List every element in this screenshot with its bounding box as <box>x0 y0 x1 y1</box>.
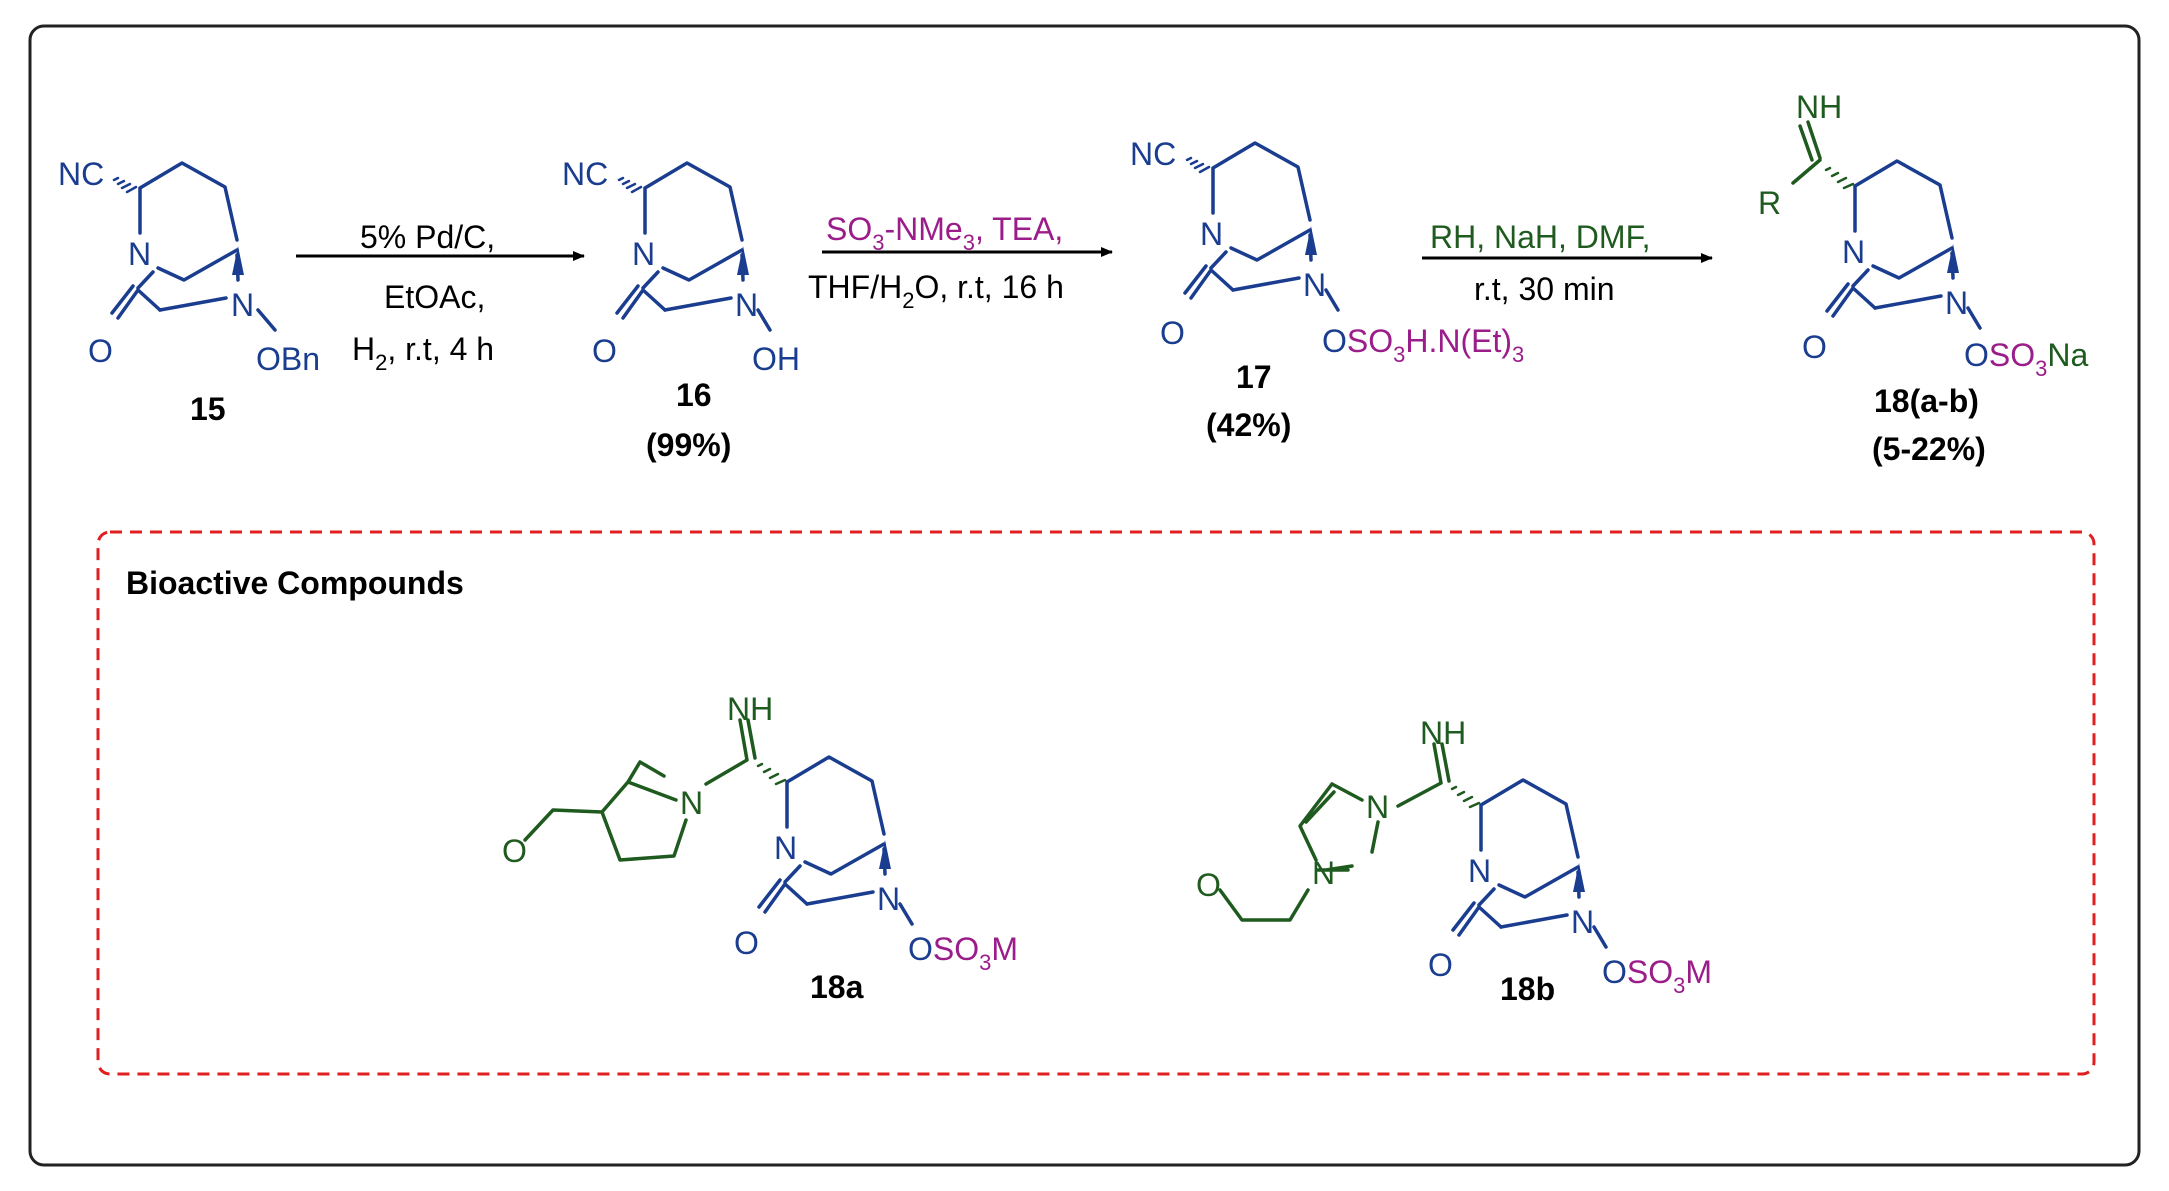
c18-nh-label: NH <box>1796 89 1842 125</box>
c18-osulfate-label: OSO3Na <box>1964 337 2088 381</box>
c18a-n1-label: N <box>774 830 797 866</box>
c18a-nh-label: NH <box>727 691 773 727</box>
c16-nc-label: NC <box>562 156 608 192</box>
c18a-osulfate-label: OSO3M <box>908 931 1018 975</box>
c18a-pyrrolidine-n: N <box>680 785 703 821</box>
c15-o-label: O <box>88 333 113 369</box>
compound-18a <box>523 718 914 926</box>
c17-n2-label: N <box>1303 267 1326 303</box>
step2-line1: SO3-NMe3, TEA, <box>826 211 1063 255</box>
c18-r-label: R <box>1758 185 1781 221</box>
c16-n1-label: N <box>632 236 655 272</box>
c17-yield: (42%) <box>1206 407 1291 443</box>
c18-o-label: O <box>1802 329 1827 365</box>
c18-n1-label: N <box>1842 234 1865 270</box>
step2-line2: THF/H2O, r.t, 16 h <box>808 269 1064 313</box>
c17-id: 17 <box>1236 359 1272 395</box>
compound-17 <box>1183 141 1340 312</box>
compound-16 <box>615 161 772 332</box>
c18a-id: 18a <box>810 969 864 1005</box>
c16-n2-label: N <box>735 287 758 323</box>
c15-n2-label: N <box>231 287 254 323</box>
c17-osulfate-label: OSO3H.N(Et)3 <box>1322 323 1524 367</box>
c18b-imidazole-n1: N <box>1366 789 1389 825</box>
c18b-imidazole-n3: N <box>1312 855 1335 891</box>
c18-n2-label: N <box>1945 285 1968 321</box>
c18a-o-label: O <box>734 925 759 961</box>
bioactive-dashed-box <box>96 530 2096 1076</box>
outer-frame <box>28 24 2141 1167</box>
c15-obn-label: OBn <box>256 341 320 377</box>
c18b-n1-label: N <box>1468 853 1491 889</box>
c18b-n2-label: N <box>1571 904 1594 940</box>
c15-n1-label: N <box>128 236 151 272</box>
compound-18b <box>1218 742 1608 949</box>
step3-line2: r.t, 30 min <box>1474 271 1615 307</box>
c18-yield: (5-22%) <box>1872 431 1986 467</box>
compound-18-general <box>1791 120 1982 330</box>
step3-line1: RH, NaH, DMF, <box>1430 219 1650 255</box>
c16-o-label: O <box>592 333 617 369</box>
step1-line3: H2, r.t, 4 h <box>352 331 494 375</box>
c18b-osulfate-label: OSO3M <box>1602 954 1712 998</box>
c17-n1-label: N <box>1200 216 1223 252</box>
c18b-nh-label: NH <box>1420 715 1466 751</box>
step1-line1: 5% Pd/C, <box>360 219 495 255</box>
c18a-hydroxyl-o: O <box>502 833 527 869</box>
c15-id: 15 <box>190 391 226 427</box>
bioactive-title: Bioactive Compounds <box>126 565 464 601</box>
c18-id: 18(a-b) <box>1874 383 1979 419</box>
c15-nc-label: NC <box>58 156 104 192</box>
c17-o-label: O <box>1160 315 1185 351</box>
c16-yield: (99%) <box>646 427 731 463</box>
compound-15 <box>110 161 277 332</box>
c16-id: 16 <box>676 377 712 413</box>
c18b-o-label: O <box>1428 947 1453 983</box>
c17-nc-label: NC <box>1130 136 1176 172</box>
c18a-n2-label: N <box>877 881 900 917</box>
c18b-id: 18b <box>1500 971 1555 1007</box>
step1-line2: EtOAc, <box>384 279 485 315</box>
c18b-hydroxyl-o: O <box>1196 867 1221 903</box>
c16-oh-label: OH <box>752 341 800 377</box>
